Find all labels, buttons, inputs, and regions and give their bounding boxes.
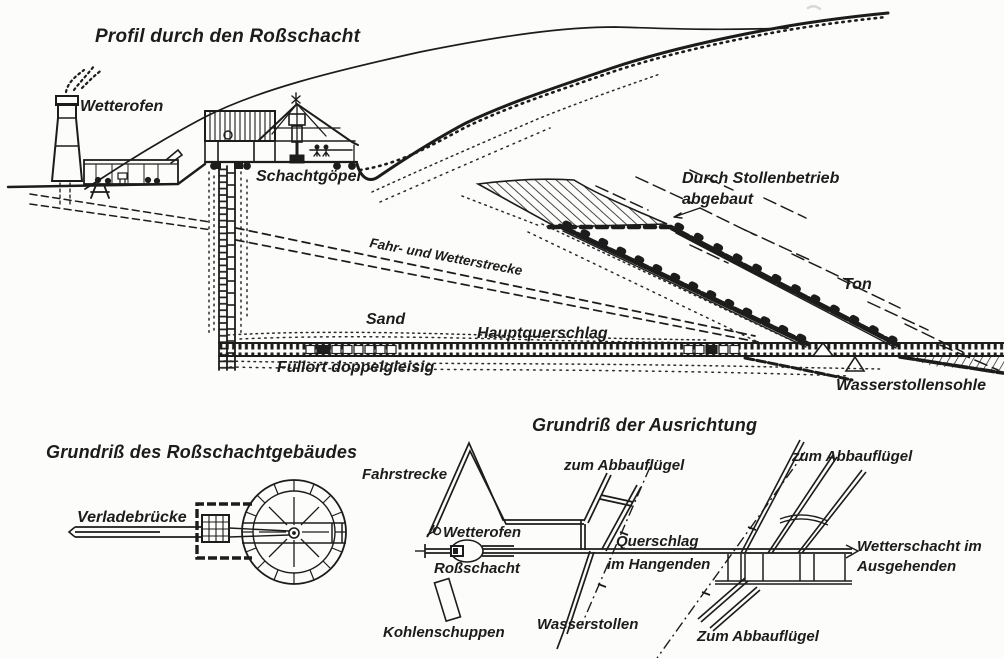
- hoist-machine-box: [201, 514, 230, 543]
- plank-wall: [209, 110, 271, 142]
- lower-diagonal-1: [697, 577, 749, 623]
- smoke: [64, 64, 104, 94]
- label-querschlag-2: im Hangenden: [607, 556, 710, 573]
- hatch-below-gallery: [902, 357, 1004, 372]
- under-gallery-stipple: [223, 360, 881, 370]
- upper-diagonal-3: [797, 469, 867, 554]
- miner-figures: [313, 144, 330, 157]
- plan-building-title: Grundriß des Roßschachtgebäudes: [46, 442, 357, 462]
- label-zum-abbaufluegel-right: zum Abbauflügel: [791, 448, 913, 465]
- label-hauptquerschlag: Hauptquerschlag: [477, 325, 608, 342]
- label-pointer: [673, 207, 701, 219]
- goepel-roof: [257, 102, 359, 146]
- branch-right-stroke: [601, 484, 642, 552]
- loading-stall-building: [83, 148, 184, 185]
- mine-carts-2: [683, 344, 740, 355]
- plan-layout-title: Grundriß der Ausrichtung: [532, 415, 757, 435]
- projection-dashes: [29, 193, 213, 231]
- label-kohlenschuppen: Kohlenschuppen: [383, 624, 505, 641]
- mine-shaft: [208, 163, 248, 371]
- label-stollenbetrieb-1: Durch Stollenbetrieb: [682, 170, 840, 187]
- wetterofen-plan-circle: [432, 526, 442, 536]
- roundhouse-chords: [242, 522, 346, 544]
- vegetation-ticks: [358, 15, 888, 172]
- schachtgoepel-building: [203, 92, 359, 170]
- pulley: [223, 130, 233, 140]
- upper-rung: [779, 514, 829, 526]
- label-zum-abbaufluegel-bottom: Zum Abbauflügel: [696, 628, 820, 645]
- wetterofen-chimney: [50, 64, 104, 207]
- branch-left-stroke: [583, 472, 612, 524]
- plan-building-section: Grundriß des Roßschachtgebäudes Verladeb…: [46, 442, 357, 585]
- seam-stipple: [541, 223, 796, 343]
- roof-finial: [291, 92, 301, 106]
- querschlag-gallery: [415, 544, 860, 559]
- label-fuellort: Füllort doppelgleisig: [277, 359, 435, 376]
- label-schachtgoepel: Schachtgöpel: [256, 168, 361, 185]
- outcrop-dashdot-right: [656, 451, 806, 658]
- label-wetterofen-plan: Wetterofen: [443, 524, 521, 541]
- hauptquerschlag-gallery: [218, 341, 1004, 372]
- wasserstollen-gallery: [556, 472, 642, 650]
- outcrop-dashdot-mid: [581, 466, 651, 625]
- label-rossschacht: Roßschacht: [434, 560, 521, 577]
- mined-out-wedge: [475, 178, 668, 228]
- roundhouse-inner-spokes: [259, 497, 329, 567]
- upper-diagonal-2: [767, 454, 838, 554]
- bedding-strokes: [595, 169, 999, 371]
- lower-diagonal-2: [709, 586, 761, 632]
- branch-crossbar: [599, 494, 634, 507]
- label-wetterofen: Wetterofen: [80, 98, 163, 115]
- trestle: [90, 184, 110, 199]
- right-branch-network: [697, 439, 867, 632]
- horse-figure: [117, 172, 128, 180]
- label-fahr-wetterstrecke: Fahr- und Wetterstrecke: [368, 235, 524, 278]
- fahr-wetterstrecke-dashes: [235, 227, 759, 343]
- slope-stipple: [379, 127, 551, 203]
- upper-diagonal-1: [740, 439, 805, 554]
- shaft-stipple: [240, 171, 248, 337]
- label-verladebruecke: Verladebrücke: [77, 509, 187, 526]
- label-zum-abbaufluegel-mid: zum Abbauflügel: [563, 457, 685, 474]
- profile-section: Profil durch den Roßschacht Wetterofen S…: [6, 5, 1004, 394]
- goepel-roundhouse-plan: [228, 479, 347, 585]
- roundhouse-spokes: [242, 480, 346, 584]
- rossschacht-plan: [450, 539, 484, 563]
- label-wetterschacht-2: Ausgehenden: [856, 558, 956, 575]
- sand-stipple: [227, 331, 707, 341]
- label-stollenbetrieb-2: abgebaut: [682, 191, 754, 208]
- under-gallery-stipple: [229, 366, 851, 377]
- label-ton: Ton: [843, 276, 872, 293]
- connector-to-querschlag: [580, 520, 586, 550]
- label-wasserstollensohle: Wasserstollensohle: [836, 377, 986, 394]
- scan-artifact: [806, 5, 822, 11]
- vegetated-slope-line: [355, 11, 890, 181]
- building-enclosure: [195, 502, 252, 560]
- slope-stipple: [371, 73, 661, 193]
- plan-layout-section: Grundriß der Ausrichtung: [362, 415, 982, 658]
- wasserstollensohle-line: [743, 356, 854, 382]
- hill-surface-line: [84, 26, 789, 190]
- label-sand: Sand: [366, 311, 406, 328]
- seam-stipple: [461, 195, 541, 227]
- verladebruecke-bridge: [67, 526, 203, 538]
- profile-title: Profil durch den Roßschacht: [95, 26, 361, 47]
- triangle-marker: [811, 341, 835, 357]
- mine-carts: [305, 344, 397, 355]
- label-wasserstollen: Wasserstollen: [537, 616, 638, 633]
- center-pivot: [288, 527, 300, 539]
- label-fahrstrecke: Fahrstrecke: [362, 466, 447, 483]
- wetterofen-stub: [426, 531, 434, 536]
- seam-ton: [669, 222, 901, 349]
- kohlenschuppen-plan: [433, 577, 462, 623]
- shaft-stipple: [208, 171, 215, 337]
- triangle-marker: [844, 355, 866, 372]
- label-querschlag-1: Querschlag: [616, 533, 699, 550]
- label-wetterschacht-1: Wetterschacht im: [857, 538, 982, 555]
- pivot-rod: [228, 527, 290, 538]
- gallery-arrow-end: [845, 544, 860, 559]
